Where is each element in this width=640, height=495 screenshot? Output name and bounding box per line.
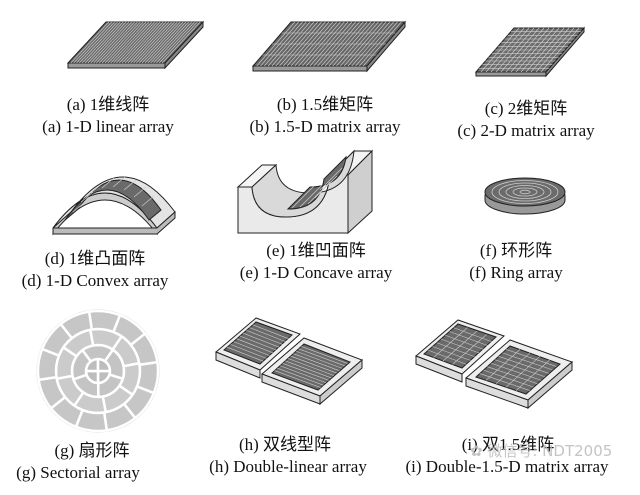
wechat-icon: ✿ [470,442,483,460]
caption-i-cn: (i) 双1.5维阵 [461,435,555,454]
watermark-label: 微信号: NDT2005 [487,442,613,460]
caption-e-en: (e) 1-D Concave array [239,263,393,282]
matrix-2d-drawing [474,26,586,78]
caption-d-en: (d) 1-D Convex array [21,271,169,290]
concave-array-drawing [236,149,374,235]
caption-h-en: (h) Double-linear array [209,457,367,476]
double-15d-figure [412,300,582,410]
caption-f-cn: (f) 环形阵 [479,241,553,260]
ring-array-drawing [484,177,566,215]
convex-array-figure [45,160,185,240]
caption-b-cn: (b) 1.5维矩阵 [276,95,374,114]
linear-array-figure [58,10,208,80]
sector-element [122,384,156,420]
caption-h-cn: (h) 双线型阵 [238,435,332,454]
caption-c-cn: (c) 2维矩阵 [484,99,568,118]
linear-array-drawing [66,20,205,70]
caption-b-en: (b) 1.5-D matrix array [249,117,401,136]
caption-g-cn: (g) 扇形阵 [54,441,130,460]
sectorial-array-drawing [35,308,161,434]
caption-c-en: (c) 2-D matrix array [457,121,595,140]
caption-a-en: (a) 1-D linear array [42,117,174,136]
matrix-2d-figure [472,12,592,82]
caption-e-cn: (e) 1维凹面阵 [266,241,366,260]
caption-f-en: (f) Ring array [469,263,563,282]
caption-i-en: (i) Double-1.5-D matrix array [405,457,609,476]
convex-array-drawing [52,176,176,236]
watermark-text: ✿ 微信号: NDT2005 [470,440,612,461]
caption-a-cn: (a) 1维线阵 [66,95,150,114]
caption-d-cn: (d) 1维凸面阵 [44,249,146,268]
double-linear-drawing [215,317,363,406]
matrix-15d-figure [245,10,415,80]
double-linear-figure [212,300,372,410]
sectorial-array-figure [33,306,163,436]
caption-g-en: (g) Sectorial array [16,463,140,482]
ring-array-figure [480,170,570,220]
double-15d-drawing [415,319,573,410]
concave-array-figure [230,135,380,235]
matrix-15d-drawing [251,20,407,73]
